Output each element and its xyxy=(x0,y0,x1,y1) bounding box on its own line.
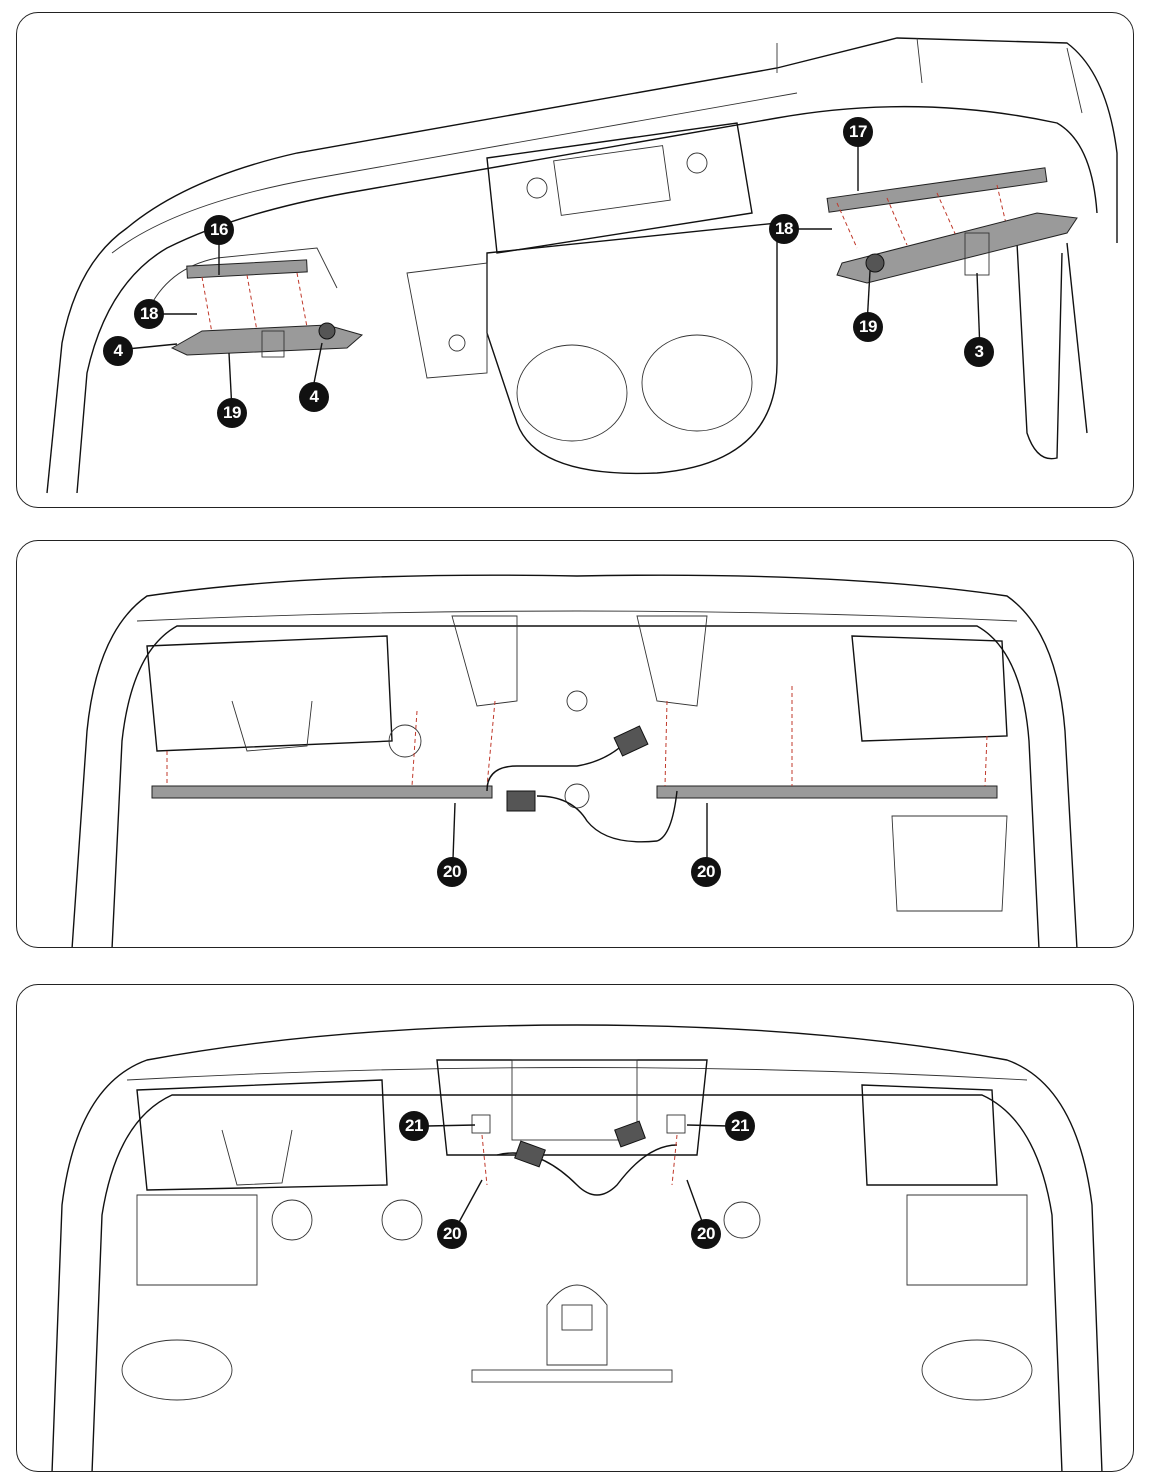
callout-19: 19 xyxy=(217,398,247,428)
callout-19: 19 xyxy=(853,312,883,342)
dash-assembly-illustration-top xyxy=(46,37,1118,494)
dash-assembly-illustration-bottom xyxy=(51,1024,1103,1471)
callout-17: 17 xyxy=(843,117,873,147)
callout-18: 18 xyxy=(134,299,164,329)
callout-21: 21 xyxy=(725,1111,755,1141)
callout-4: 4 xyxy=(103,336,133,366)
callout-20: 20 xyxy=(691,1219,721,1249)
callout-20: 20 xyxy=(437,857,467,887)
callout-21: 21 xyxy=(399,1111,429,1141)
callout-16: 16 xyxy=(204,215,234,245)
callout-18: 18 xyxy=(769,214,799,244)
dash-assembly-illustration-middle xyxy=(71,574,1078,947)
diagram-panel-bottom: 21 21 20 20 xyxy=(16,984,1134,1472)
callout-20: 20 xyxy=(437,1219,467,1249)
diagram-panel-middle: 20 20 xyxy=(16,540,1134,948)
callout-3: 3 xyxy=(964,337,994,367)
callout-20: 20 xyxy=(691,857,721,887)
diagram-panel-top: 16 17 18 18 4 4 19 19 3 xyxy=(16,12,1134,508)
callout-4: 4 xyxy=(299,382,329,412)
